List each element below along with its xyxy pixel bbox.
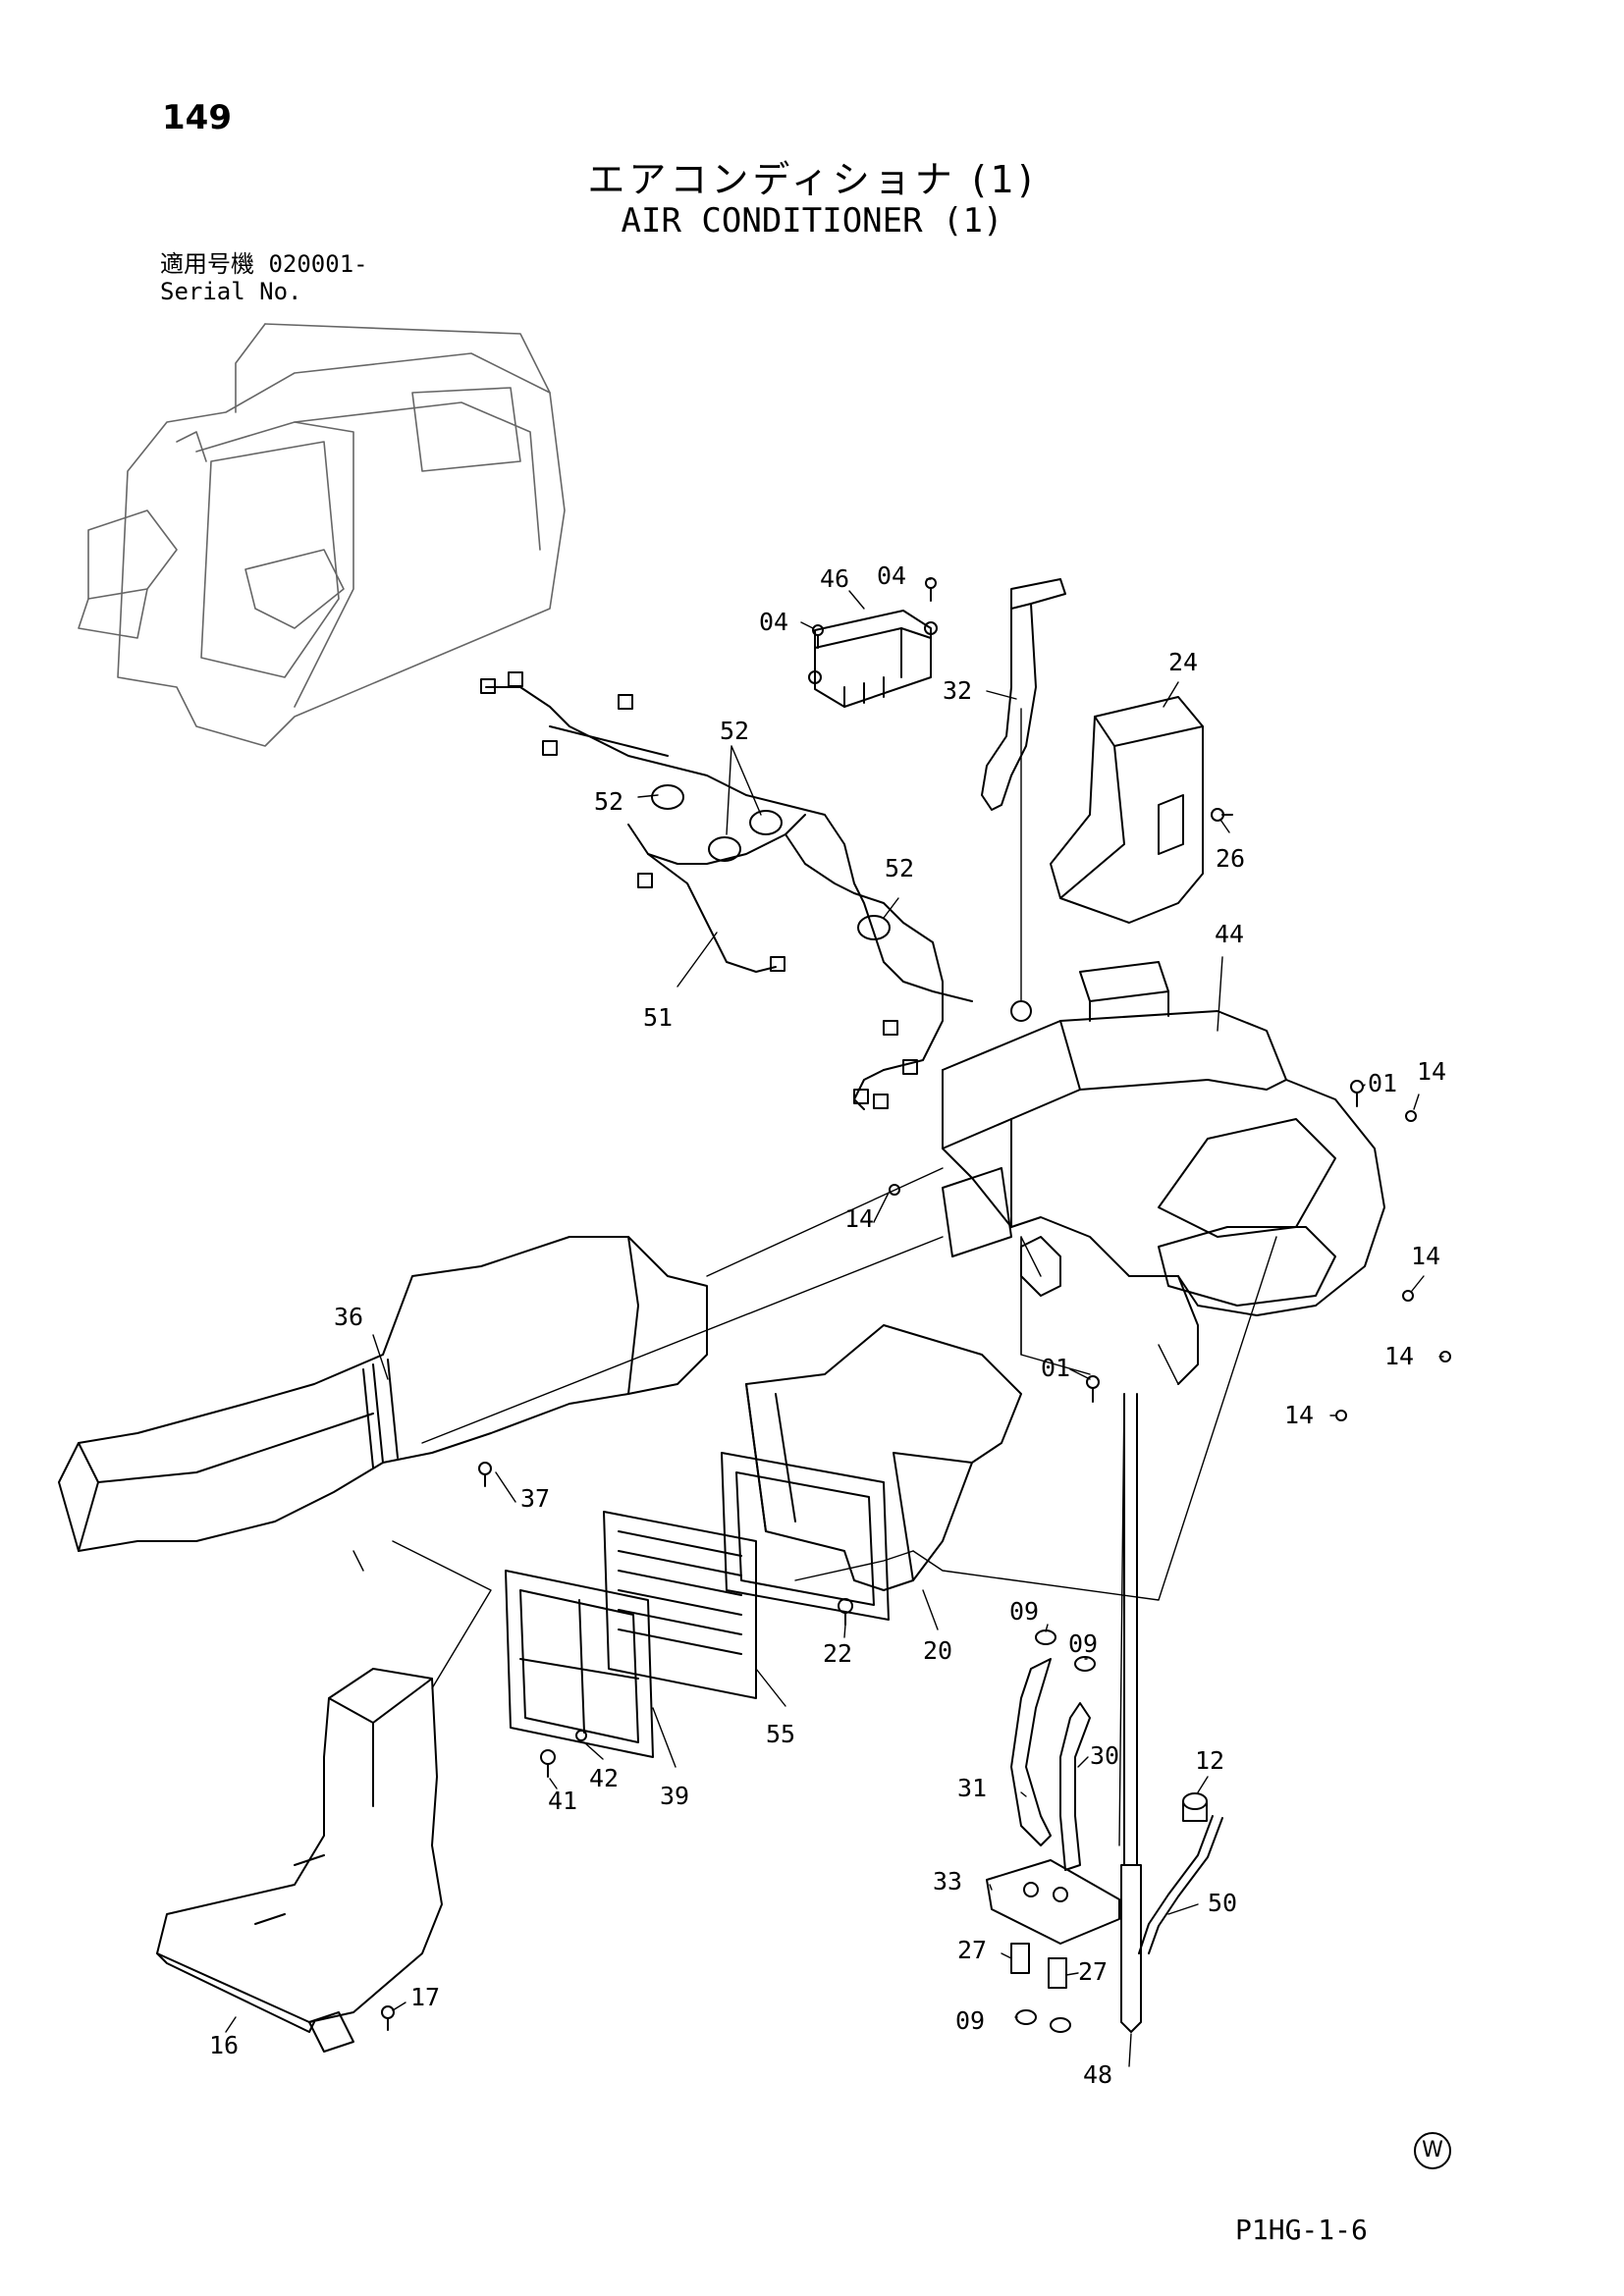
callout-48: 48 (1083, 2060, 1112, 2089)
callout-52-right: 52 (885, 854, 914, 882)
hose-31 (1010, 1658, 1052, 1846)
callout-50: 50 (1208, 1889, 1237, 1917)
cap-12 (1182, 1792, 1208, 1822)
callout-01-top: 01 (1368, 1069, 1397, 1097)
page-title-english: AIR CONDITIONER (1) (621, 201, 1003, 240)
callout-52-top: 52 (720, 717, 749, 745)
duct-36 (58, 1236, 708, 1552)
wire-harness-51 (480, 671, 973, 1110)
filter-39 (603, 1511, 757, 1699)
callout-09-b: 09 (1068, 1629, 1098, 1658)
callout-44: 44 (1215, 920, 1244, 948)
screw-22 (838, 1598, 853, 1626)
serial-label-jp: 適用号機 (160, 250, 254, 278)
callout-51: 51 (643, 1003, 673, 1032)
callout-42: 42 (589, 1764, 619, 1792)
serial-block: 適用号機 020001- Serial No. (160, 250, 368, 305)
callout-04-right: 04 (877, 561, 906, 590)
hose-30 (1059, 1702, 1091, 1871)
screw-01-top (1350, 1080, 1364, 1107)
hose-50 (1138, 1815, 1223, 1954)
duct-16 (156, 1668, 443, 2053)
callout-22: 22 (823, 1639, 852, 1668)
callout-14-right-c: 14 (1284, 1401, 1314, 1429)
serial-label-en: Serial No. (160, 278, 302, 305)
callout-27-left: 27 (957, 1936, 987, 1964)
air-conditioner-unit-44 (942, 961, 1385, 1385)
callout-55: 55 (766, 1720, 795, 1748)
leader-lines (352, 708, 1277, 1846)
w-mark-symbol: W (1414, 2132, 1451, 2169)
screen-42 (505, 1570, 654, 1758)
filter-case-20 (745, 1324, 1022, 1591)
excavator-overview-sketch (78, 323, 566, 747)
screw-37 (478, 1462, 492, 1487)
callout-32: 32 (943, 676, 972, 705)
callout-39: 39 (660, 1782, 689, 1810)
callout-24: 24 (1168, 648, 1198, 676)
callout-27-right: 27 (1078, 1957, 1108, 1986)
washer-42 (575, 1730, 587, 1741)
callout-17: 17 (410, 1983, 440, 2011)
callout-37: 37 (520, 1484, 550, 1513)
page-number: 149 (162, 98, 232, 137)
screw-26 (1211, 808, 1233, 822)
drawing-code: P1HG-1-6 (1235, 2214, 1368, 2246)
callout-labels: 04 04 46 32 24 26 52 52 52 51 44 01 14 1… (209, 561, 1446, 2089)
screw-41 (540, 1749, 556, 1778)
callout-14-top: 14 (1417, 1057, 1446, 1086)
callout-33: 33 (933, 1867, 962, 1896)
drain-hose-48 (1120, 1393, 1142, 2033)
page-title-japanese: エアコンディショナ (1) (587, 158, 1037, 201)
duct-32 (981, 578, 1066, 811)
duct-24 (1050, 696, 1204, 924)
callout-04-left: 04 (759, 608, 788, 636)
callout-30: 30 (1090, 1741, 1119, 1770)
callout-14-right-a: 14 (1411, 1242, 1440, 1270)
callout-leaders (225, 578, 1444, 2067)
callout-09-c: 09 (955, 2006, 985, 2035)
callout-09-a: 09 (1009, 1597, 1039, 1626)
nipple-27 (1010, 1943, 1067, 1989)
bolt-04-right (925, 577, 937, 602)
callout-16: 16 (209, 2031, 239, 2059)
clamp-52 (651, 784, 891, 940)
frame-55 (721, 1452, 890, 1621)
callout-52-left: 52 (594, 787, 623, 816)
plate-33 (986, 1859, 1120, 1945)
callout-20: 20 (923, 1636, 952, 1665)
callout-26: 26 (1216, 844, 1245, 873)
screw-01-lower (1086, 1375, 1100, 1403)
callout-31: 31 (957, 1774, 987, 1802)
callout-14-left: 14 (844, 1204, 874, 1233)
callout-01-lower: 01 (1041, 1354, 1070, 1382)
control-unit-46 (808, 610, 938, 708)
serial-value: 020001- (268, 250, 368, 278)
callout-36: 36 (334, 1303, 363, 1331)
clip-14 (889, 1110, 1451, 1421)
screw-17 (381, 2005, 395, 2031)
serial-row-jp: 適用号機 020001- (160, 250, 368, 278)
callout-14-right-b: 14 (1384, 1342, 1414, 1370)
callout-12: 12 (1195, 1746, 1224, 1775)
bolt-04-left (812, 624, 824, 649)
callout-46: 46 (820, 564, 849, 593)
callout-41: 41 (548, 1787, 577, 1815)
